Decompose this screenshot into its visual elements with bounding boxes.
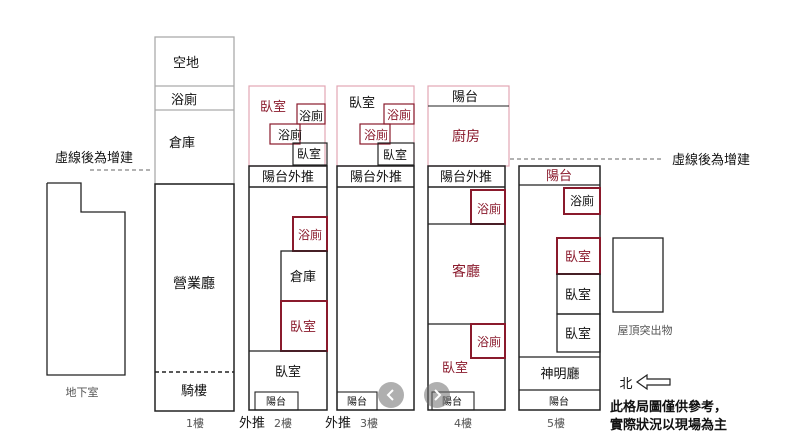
floor-3-label: 3樓 bbox=[360, 416, 378, 430]
floor-1-plan: 空地 浴廁 倉庫 營業廳 騎樓 1樓 bbox=[154, 36, 235, 430]
disclaimer-line-2: 實際狀況以現場為主 bbox=[610, 417, 727, 433]
chevron-right-icon bbox=[434, 389, 442, 401]
room-bathroom-bottom: 浴廁 bbox=[477, 334, 501, 349]
next-button[interactable] bbox=[424, 382, 450, 408]
floor-2-push-out: 外推 bbox=[239, 416, 265, 431]
basement-label: 地下室 bbox=[66, 385, 99, 399]
room-balcony-push: 陽台外推 bbox=[440, 170, 492, 185]
floor-4-plan: 陽台 廚房 陽台外推 浴廁 客廳 浴廁 臥室 陽台 4樓 bbox=[427, 85, 510, 430]
room-bedroom-2: 臥室 bbox=[565, 287, 591, 303]
room-bathroom-mid: 浴廁 bbox=[278, 127, 302, 142]
room-bathroom-top: 浴廁 bbox=[299, 108, 323, 123]
floor-3-plan: 臥室 浴廁 浴廁 臥室 陽台外推 陽台 外推 3樓 bbox=[325, 85, 415, 431]
room-bedroom-mid: 臥室 bbox=[297, 146, 321, 161]
room-bathroom-top: 浴廁 bbox=[387, 107, 411, 122]
room-bedroom-main: 臥室 bbox=[290, 319, 316, 335]
arrow-left-icon bbox=[635, 373, 671, 391]
floor-5-plan: 陽台 浴廁 臥室 臥室 臥室 神明廳 陽台 5樓 bbox=[518, 165, 601, 430]
room-balcony-push: 陽台外推 bbox=[262, 170, 314, 185]
floor-2-plan: 臥室 浴廁 浴廁 臥室 陽台外推 浴廁 倉庫 臥室 臥室 陽台 外推 2樓 bbox=[239, 85, 328, 431]
room-storage: 倉庫 bbox=[169, 136, 195, 151]
floor-5-label: 5樓 bbox=[547, 416, 565, 430]
room-arcade: 騎樓 bbox=[181, 384, 207, 399]
room-bedroom: 臥室 bbox=[442, 360, 468, 376]
room-bedroom-top: 臥室 bbox=[260, 99, 286, 115]
room-bathroom: 浴廁 bbox=[171, 92, 197, 108]
room-bedroom-top: 臥室 bbox=[349, 95, 375, 111]
floor-1-label: 1樓 bbox=[186, 416, 204, 430]
room-bathroom-top: 浴廁 bbox=[477, 201, 501, 216]
room-living-room: 客廳 bbox=[452, 263, 480, 280]
room-balcony-top: 陽台 bbox=[546, 169, 572, 184]
roof-plan: 屋頂突出物 bbox=[612, 237, 673, 337]
addition-note-left: 虛線後為增建 bbox=[55, 150, 133, 166]
room-bedroom-3: 臥室 bbox=[565, 326, 591, 342]
disclaimer-line-1: 此格局圖僅供參考， bbox=[610, 399, 727, 415]
room-kitchen: 廚房 bbox=[452, 128, 480, 145]
room-balcony: 陽台 bbox=[347, 395, 367, 408]
north-label: 北 bbox=[619, 377, 632, 392]
room-bedroom-bottom: 臥室 bbox=[275, 364, 301, 380]
room-balcony: 陽台 bbox=[549, 395, 569, 408]
room-bedroom-mid: 臥室 bbox=[383, 147, 407, 162]
basement-plan: 地下室 bbox=[46, 182, 126, 399]
floor-4-label: 4樓 bbox=[454, 416, 472, 430]
room-empty-lot: 空地 bbox=[173, 56, 199, 71]
room-bathroom-main: 浴廁 bbox=[298, 227, 322, 242]
room-bedroom-1: 臥室 bbox=[565, 249, 591, 265]
room-business-hall: 營業廳 bbox=[173, 275, 215, 292]
room-balcony-push: 陽台外推 bbox=[350, 170, 402, 185]
floor-3-push-out: 外推 bbox=[325, 416, 351, 431]
room-storage: 倉庫 bbox=[290, 270, 316, 285]
prev-button[interactable] bbox=[378, 382, 404, 408]
addition-note-right: 虛線後為增建 bbox=[672, 152, 750, 168]
roof-label: 屋頂突出物 bbox=[618, 323, 673, 337]
room-balcony: 陽台 bbox=[266, 395, 286, 408]
room-balcony-top: 陽台 bbox=[452, 90, 478, 105]
chevron-left-icon bbox=[386, 389, 394, 401]
room-bathroom-mid: 浴廁 bbox=[364, 127, 388, 142]
room-bathroom: 浴廁 bbox=[570, 193, 594, 208]
floor-2-label: 2樓 bbox=[274, 416, 292, 430]
room-shrine-hall: 神明廳 bbox=[540, 366, 579, 382]
